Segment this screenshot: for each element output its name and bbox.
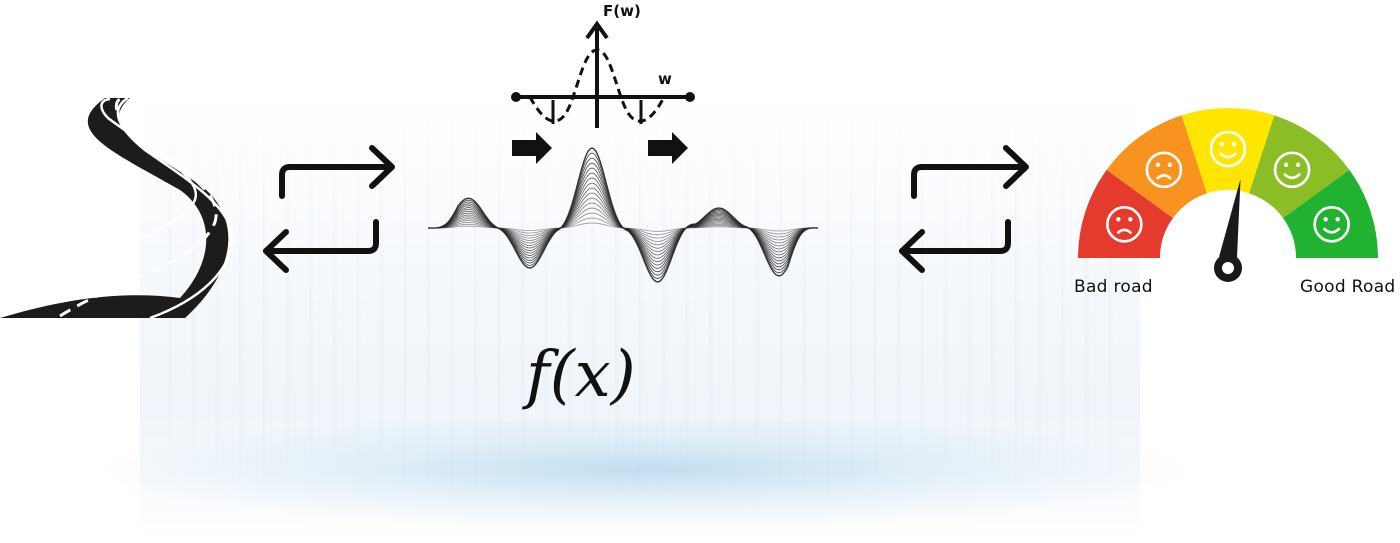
sad-face-icon [1106,206,1143,243]
function-label: f(x) [526,338,636,412]
waveform-line [428,222,818,232]
happy-face-icon [1313,206,1350,243]
happy-face-icon [1209,130,1247,168]
cycle-arrows-left [263,145,395,273]
happy-face-icon [1273,151,1311,189]
waveform-line [428,217,818,236]
road-quality-gauge-icon [1078,108,1378,282]
gauge-right-label: Good Road [1300,277,1396,297]
waveform-line [427,152,819,280]
waveform-line [427,147,819,283]
signal-waveform-icon [427,147,819,283]
sad-face-icon [1145,151,1183,189]
gauge-segment-green [1283,169,1378,258]
gauge-segment-red [1078,169,1173,258]
fourier-axis-label: F(w) [603,2,641,20]
gauge-segment-yellow [1181,108,1275,194]
gauge-left-label: Bad road [1074,277,1153,297]
gauge-needle [1219,178,1241,260]
w-axis-label: w [658,70,672,88]
gauge-needle-hub-center [1222,262,1234,274]
fourier-transform-plot-icon [511,20,695,164]
winding-road-icon [0,96,234,320]
cycle-arrows-right [899,145,1029,273]
